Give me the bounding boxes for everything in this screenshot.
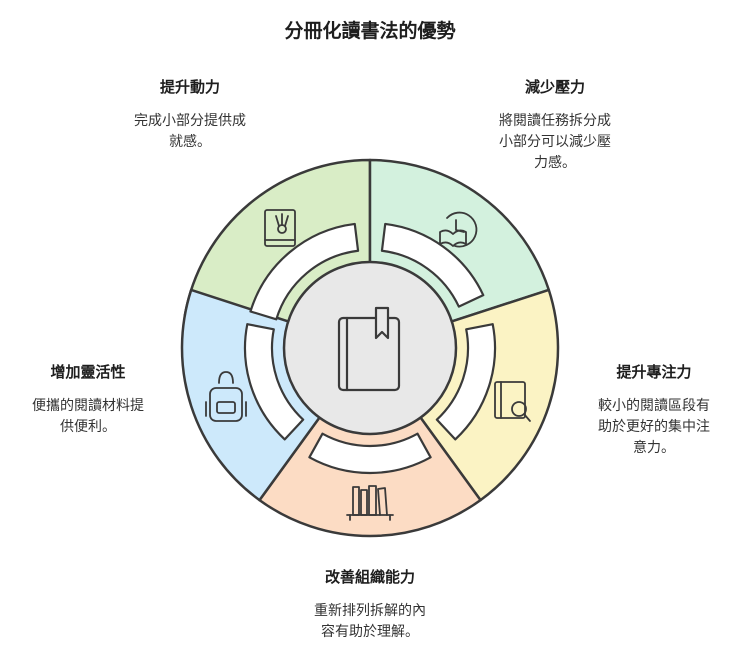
benefit-description: 便攜的閱讀材料提 供便利。 (32, 398, 144, 435)
segment-organization (258, 346, 482, 538)
benefit-heading: 提升動力 (159, 78, 220, 96)
bookshelf-icon (346, 485, 394, 521)
benefit-heading: 提升專注力 (616, 363, 692, 381)
benefit-label-flexibility: 增加靈活性 便攜的閱讀材料提 供便利。 (2, 361, 174, 438)
benefit-heading: 改善組織能力 (324, 568, 415, 586)
book-badminton-icon (264, 209, 296, 247)
benefit-description: 重新排列拆解的內 容有助於理解。 (314, 603, 426, 640)
closed-book-icon (337, 306, 401, 392)
benefit-heading: 增加靈活性 (50, 363, 126, 381)
inner-ring-wedge (308, 432, 432, 475)
benefit-description: 較小的閱讀區段有 助於更好的集中注 意力。 (598, 398, 710, 456)
inner-ring-wedge (380, 222, 485, 308)
benefit-label-stress: 減少壓力 將閱讀任務拆分成 小部分可以減少壓 力感。 (465, 76, 645, 174)
book-magnifier-icon (494, 381, 531, 422)
diagram-title: 分冊化讀書法的優勢 (284, 20, 456, 42)
benefit-label-motivation: 提升動力 完成小部分提供成 就感。 (100, 76, 280, 153)
benefit-description: 將閱讀任務拆分成 小部分可以減少壓 力感。 (499, 113, 611, 171)
clock-book-icon (439, 211, 478, 248)
benefit-description: 完成小部分提供成 就感。 (134, 113, 246, 150)
benefit-label-organization: 改善組織能力 重新排列拆解的內 容有助於理解。 (275, 566, 465, 643)
benefit-heading: 減少壓力 (524, 78, 585, 96)
inner-ring-wedge (243, 323, 305, 441)
center-hub (282, 260, 458, 436)
benefit-label-focus: 提升專注力 較小的閱讀區段有 助於更好的集中注 意力。 (570, 361, 738, 459)
backpack-icon (205, 371, 247, 422)
inner-ring-wedge (249, 222, 360, 321)
inner-ring-wedge (435, 323, 497, 441)
